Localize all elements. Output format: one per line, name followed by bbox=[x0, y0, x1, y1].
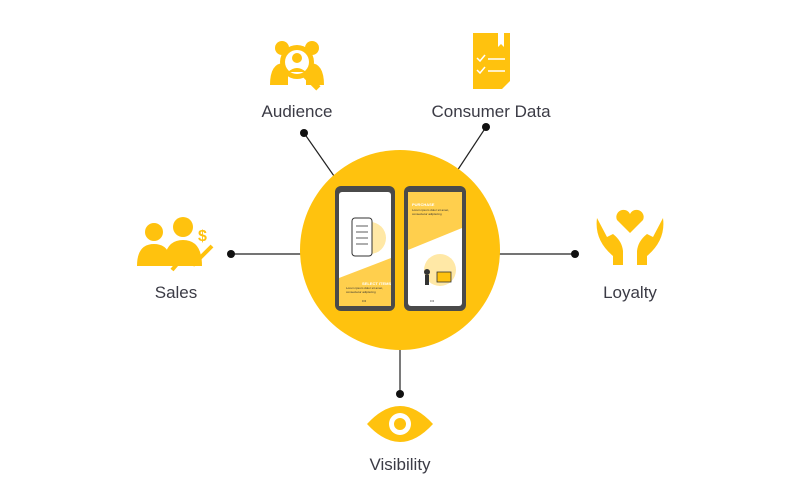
center-circle bbox=[300, 150, 500, 350]
label-audience: Audience bbox=[261, 102, 333, 121]
phone2-text: Lorem ipsum dolor sit amet, consectetur … bbox=[412, 208, 450, 216]
label-visibility: Visibility bbox=[369, 455, 431, 474]
phone1-text: Lorem ipsum dolor sit amet, consectetur … bbox=[346, 286, 384, 294]
phone-purchase: PURCHASE ••• bbox=[404, 186, 466, 311]
dot-visibility bbox=[396, 390, 404, 398]
dot-consumer-data bbox=[482, 123, 490, 131]
eye-icon bbox=[367, 406, 433, 442]
sales-people-chart-icon: $ bbox=[137, 217, 214, 272]
svg-text:•••: ••• bbox=[362, 298, 367, 303]
phone-select-items: SELECT ITEMS ••• bbox=[335, 186, 395, 311]
phone1-title: SELECT ITEMS bbox=[362, 281, 391, 286]
audience-icon bbox=[270, 41, 324, 91]
label-consumer-data: Consumer Data bbox=[431, 102, 551, 121]
hands-heart-icon bbox=[596, 209, 664, 265]
dot-sales bbox=[227, 250, 235, 258]
label-loyalty: Loyalty bbox=[603, 283, 657, 302]
connector-audience bbox=[303, 132, 335, 177]
svg-text:$: $ bbox=[198, 228, 207, 245]
svg-text:•••: ••• bbox=[430, 298, 435, 303]
phone2-title: PURCHASE bbox=[412, 202, 435, 207]
dot-audience bbox=[300, 129, 308, 137]
connector-consumer-data bbox=[456, 126, 487, 172]
dot-loyalty bbox=[571, 250, 579, 258]
connectors bbox=[231, 126, 575, 394]
document-checklist-icon bbox=[473, 33, 510, 89]
label-sales: Sales bbox=[154, 283, 198, 302]
